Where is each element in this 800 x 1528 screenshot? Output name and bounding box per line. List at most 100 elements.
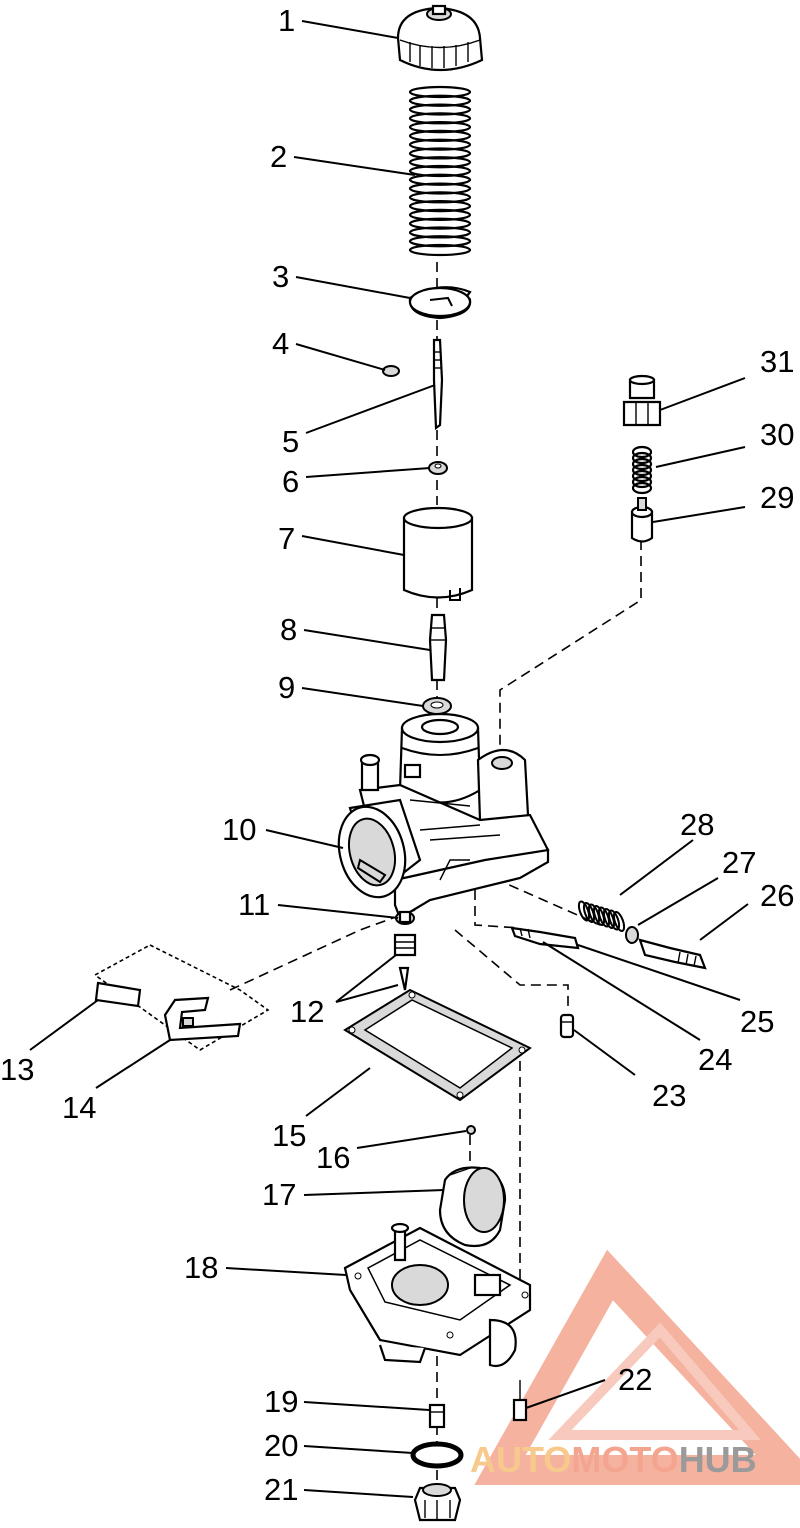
part-5-needle-icon [432,338,444,431]
part-18-float-bowl-icon [343,1222,532,1368]
callout-28: 28 [680,807,714,842]
callout-23: 23 [652,1078,686,1113]
automotohub-watermark: AUTOMOTOHUB [470,1249,800,1485]
spring-coil [408,138,472,151]
part-23-drain-screw-icon [559,1013,575,1039]
spring-coil [408,200,472,213]
spring-coil [631,463,653,477]
part-29-plunger-icon [630,497,654,543]
part-31-fitting-icon [622,374,662,427]
spring-coil [602,908,616,929]
callout-21: 21 [264,1472,298,1507]
callout-14: 14 [62,1090,96,1125]
spring-coil [582,902,596,923]
part-4-clip-icon [382,365,400,377]
callout-7: 7 [278,521,295,556]
part-22-screw-icon [512,1380,528,1422]
callout-24: 24 [698,1042,732,1077]
callout-22: 22 [618,1362,652,1397]
callout-15: 15 [272,1118,306,1153]
callout-11: 11 [238,887,270,922]
spring-coil [408,191,472,204]
spring-coil [408,226,472,239]
spring-coil [408,94,472,107]
callout-16: 16 [316,1140,350,1175]
spring-coil [631,475,653,489]
callout-1: 1 [278,3,295,38]
spring-coil [408,147,472,160]
spring-coil [631,451,653,465]
watermark-logo-icon [474,1249,800,1485]
callout-19: 19 [264,1384,298,1419]
spring-coil [631,445,653,459]
callout-31: 31 [760,344,794,379]
part-30-spring-icon [631,445,653,495]
callout-10: 10 [222,812,256,847]
spring-coil [631,457,653,471]
spring-coil [631,481,653,495]
callout-5: 5 [282,424,299,459]
part-1-cap-icon [396,4,484,72]
part-17-float-icon [438,1166,507,1248]
spring-coil [587,903,601,925]
callout-4: 4 [272,326,289,361]
spring-coil [408,103,472,116]
callout-3: 3 [272,259,289,294]
part-2-spring-icon [408,85,472,257]
part-26-idle-screw-icon [638,938,707,970]
spring-coil [577,900,591,922]
part-12-needle-valve-icon [393,933,417,991]
watermark-hub: HUB [679,1439,757,1480]
part-8-needle-jet-icon [428,613,448,682]
spring-coil [607,909,621,931]
spring-coil [408,121,472,134]
callout-29: 29 [760,480,794,515]
part-11-pilot-jet-icon [395,910,415,925]
spring-coil [408,182,472,195]
callout-20: 20 [264,1428,298,1463]
spring-coil [408,243,472,257]
callout-18: 18 [184,1250,218,1285]
spring-coil [408,85,472,99]
callout-17: 17 [262,1177,296,1212]
part-3-plate-icon [408,286,472,320]
part-14-bracket-icon [163,996,242,1042]
callout-26: 26 [760,878,794,913]
spring-coil [631,469,653,483]
spring-coil [408,217,472,230]
part-28-spring-icon [577,900,626,932]
callout-6: 6 [282,464,299,499]
part-19-main-jet-icon [428,1403,446,1429]
watermark-moto: MOTO [571,1439,678,1480]
part-7-slide-icon [402,506,474,601]
part-15-bowl-gasket-icon [343,988,532,1102]
part-24-pilot-screw-icon [510,926,580,950]
watermark-auto: AUTO [470,1439,571,1480]
leader-lines [29,20,749,1498]
part-16-pin-icon [466,1125,476,1135]
callout-8: 8 [280,612,297,647]
part-21-drain-plug-icon [413,1483,462,1522]
spring-coil [408,208,472,221]
callout-2: 2 [270,139,287,174]
part-6-washer-icon [428,461,448,475]
spring-coil [408,164,472,178]
part-9-oring-icon [422,697,452,715]
callout-25: 25 [740,1004,774,1039]
callout-30: 30 [760,417,794,452]
spring-coil [408,235,472,248]
spring-coil [408,112,472,125]
spring-coil [592,905,606,926]
part-20-oring-icon [410,1441,464,1469]
callout-13: 13 [0,1052,34,1087]
callout-9: 9 [278,670,295,705]
callout-12: 12 [290,994,324,1029]
svg-text:AUTOMOTOHUB: AUTOMOTOHUB [470,1439,757,1480]
spring-coil [612,911,626,932]
spring-coil [408,173,472,186]
spring-coil [597,906,611,928]
spring-coil [408,129,472,142]
part-13-gasket-sheet-icon [93,944,270,1051]
spring-coil [408,156,472,169]
